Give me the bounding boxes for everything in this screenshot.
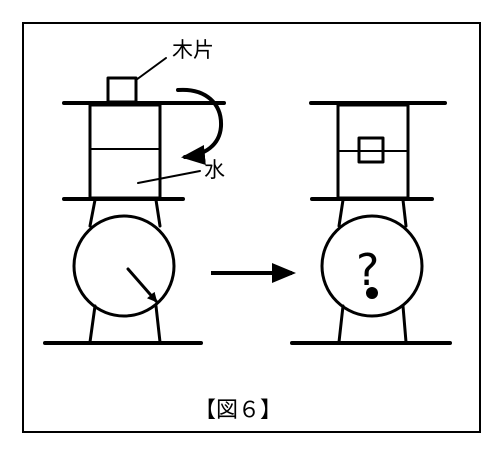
left-scale-needle xyxy=(126,267,158,303)
right-upper-left-leg xyxy=(337,198,345,228)
right-lower-left-leg xyxy=(337,304,345,344)
wood-piece-label: 木片 xyxy=(172,38,214,62)
left-wood-piece xyxy=(106,76,138,104)
left-beaker xyxy=(88,103,162,200)
right-apparatus xyxy=(290,101,452,345)
left-water-label-leader xyxy=(137,170,201,184)
left-wood-label-leader xyxy=(135,57,167,81)
left-apparatus xyxy=(43,57,226,345)
left-scale-dial xyxy=(72,214,176,318)
diagram-frame xyxy=(22,22,481,433)
right-lower-right-leg xyxy=(401,304,408,344)
left-upper-right-leg xyxy=(154,198,162,228)
water-label: 水 xyxy=(204,158,225,182)
rotation-arrow-icon xyxy=(176,87,224,165)
figure-caption: 【図６】 xyxy=(194,398,282,423)
left-lower-left-leg xyxy=(88,304,97,344)
question-mark-dot xyxy=(366,287,378,299)
left-upper-left-leg xyxy=(88,198,97,228)
question-mark-label: ? xyxy=(356,245,379,296)
right-scale-dial xyxy=(320,214,424,318)
left-lower-right-leg xyxy=(154,304,162,344)
right-floating-wood-piece xyxy=(357,136,385,164)
right-upper-right-leg xyxy=(401,198,408,228)
